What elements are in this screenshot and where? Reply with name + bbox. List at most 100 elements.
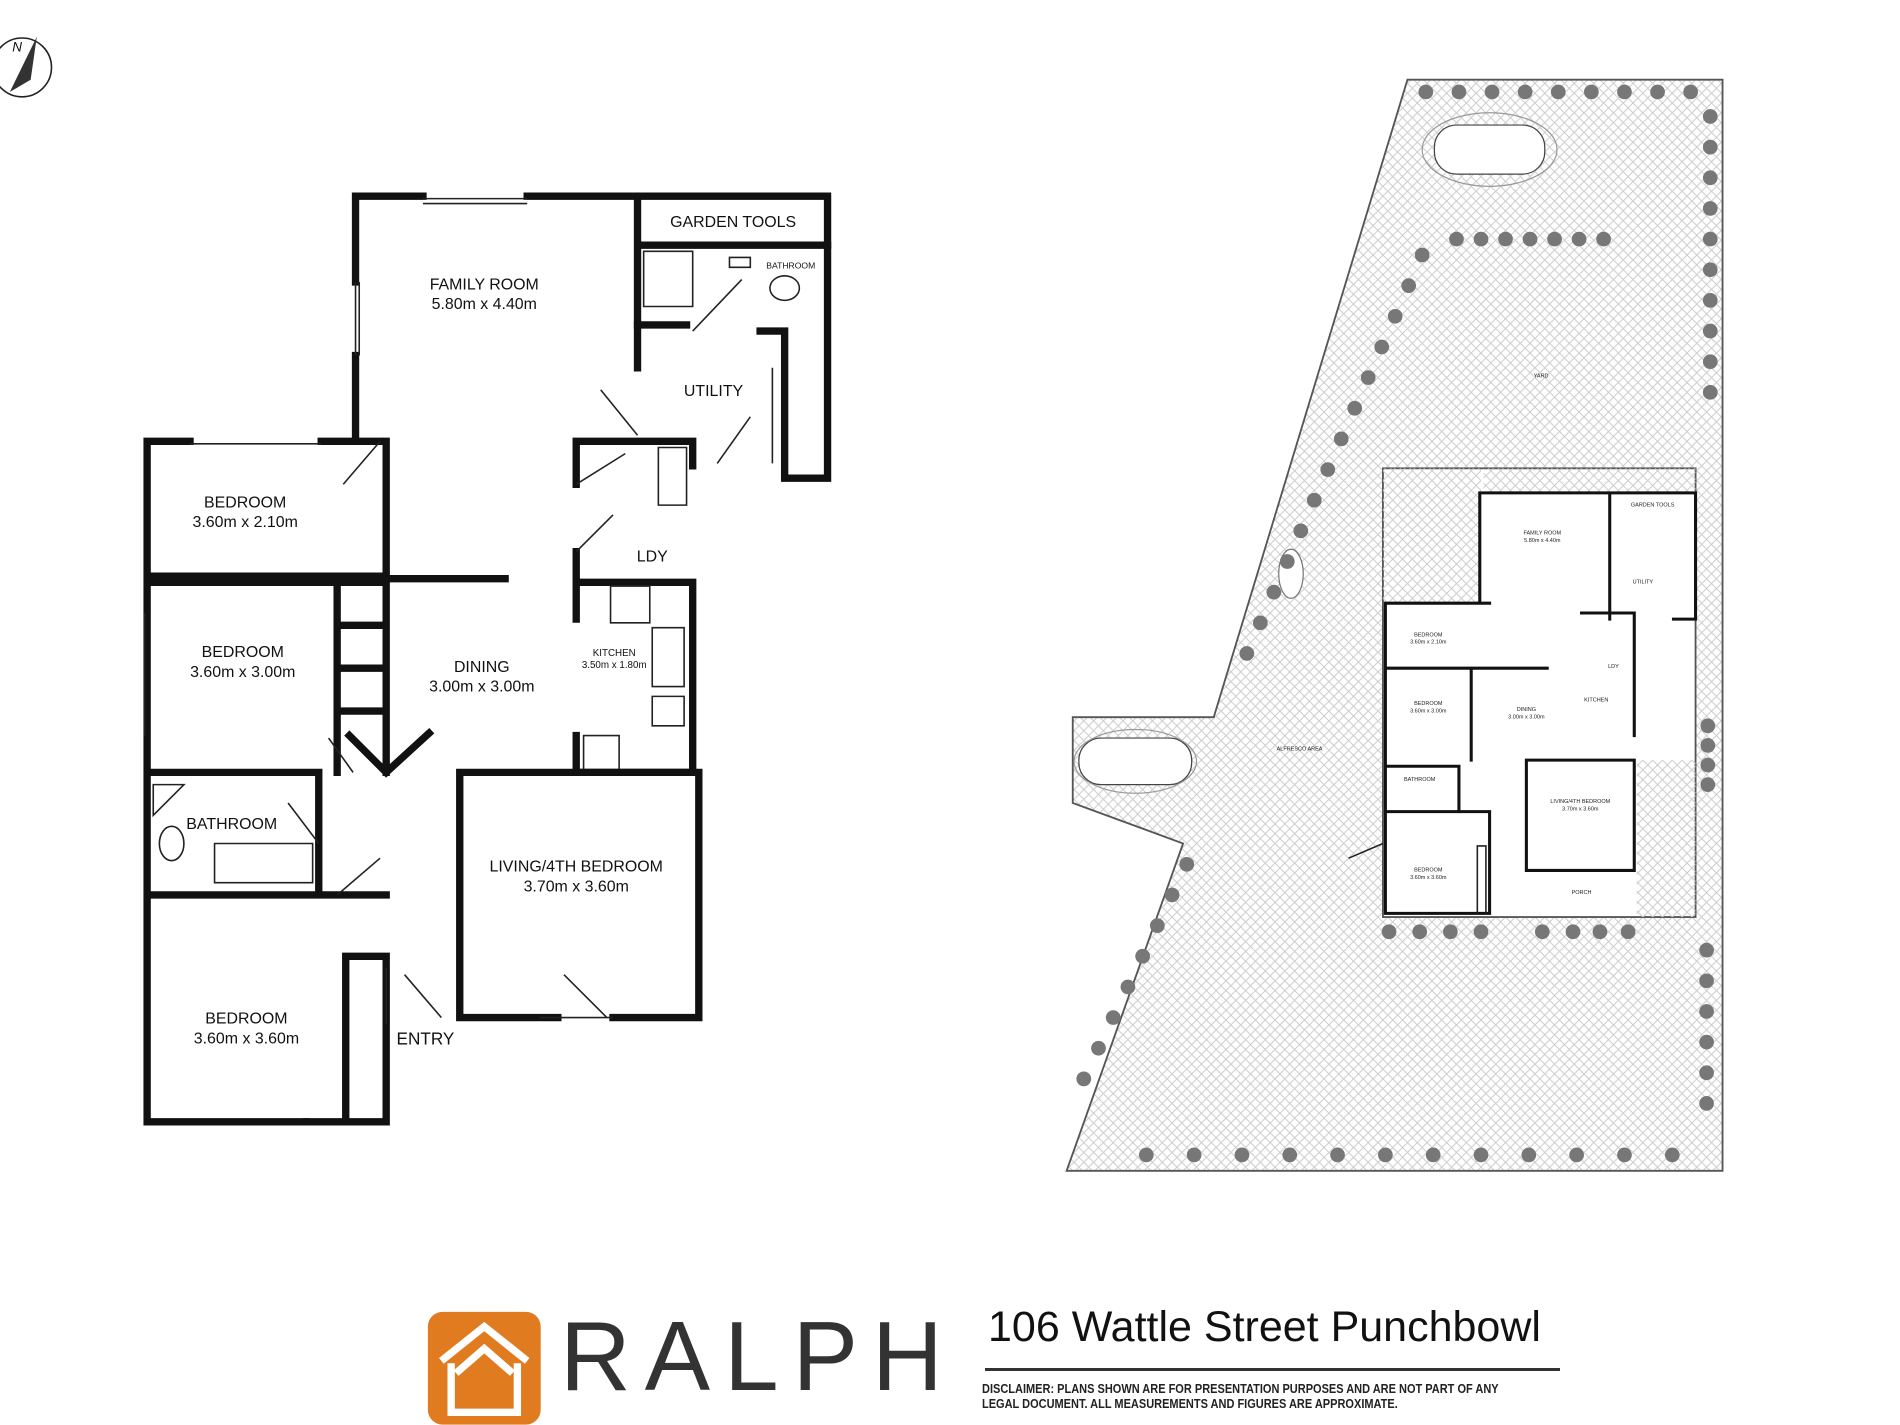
tree-icon: [1498, 231, 1513, 247]
tree-icon: [1306, 492, 1322, 508]
divider: [985, 1368, 1560, 1371]
room-name: FAMILY ROOM: [430, 276, 539, 293]
mini-room-size: 3.60m x 2.10m: [1410, 640, 1447, 646]
tree-icon: [1517, 84, 1533, 100]
room-size: 3.70m x 3.60m: [524, 878, 629, 895]
floor-plan: [143, 192, 832, 1126]
tree-icon: [1571, 231, 1587, 247]
tree-icon: [1378, 1147, 1393, 1163]
tree-icon: [1091, 1040, 1106, 1056]
tree-icon: [1425, 1147, 1441, 1163]
tree-icon: [1252, 615, 1268, 631]
tree-icon: [1650, 84, 1665, 100]
tree-icon: [1239, 646, 1255, 661]
tree-icon: [1702, 201, 1718, 216]
room-name: BATHROOM: [766, 260, 815, 270]
brand-name: RALPH: [560, 1301, 957, 1411]
tree-icon: [1186, 1147, 1202, 1163]
property-address: 106 Wattle Street Punchbowl: [988, 1303, 1541, 1351]
room-name: LIVING/4TH BEDROOM: [490, 859, 663, 876]
mini-room-size: 3.00m x 3.00m: [1508, 714, 1545, 720]
room-name: GARDEN TOOLS: [670, 214, 796, 231]
tree-icon: [1120, 979, 1136, 995]
tree-icon: [1414, 247, 1430, 263]
tree-icon: [1282, 1147, 1298, 1163]
tree-icon: [1550, 84, 1566, 100]
tree-icon: [1683, 84, 1699, 100]
tree-icon: [1702, 109, 1718, 124]
tree-icon: [1700, 718, 1716, 734]
mini-room-label: DINING: [1517, 707, 1536, 713]
tree-icon: [1330, 1147, 1345, 1163]
tree-icon: [1076, 1071, 1092, 1087]
room-name: DINING: [454, 659, 510, 676]
room-name: BEDROOM: [204, 495, 286, 512]
room-name: KITCHEN: [593, 648, 636, 659]
tree-icon: [1664, 1147, 1680, 1163]
tree-icon: [1565, 924, 1581, 940]
tree-icon: [1699, 1065, 1714, 1081]
mini-room-size: 3.60m x 3.60m: [1410, 875, 1447, 881]
tree-icon: [1443, 924, 1458, 940]
room-labels: FAMILY ROOM 5.80m x 4.40m GARDEN TOOLS B…: [186, 214, 815, 1049]
ralph-logo-icon: [427, 1311, 541, 1425]
tree-icon: [1135, 948, 1150, 964]
room-name: BATHROOM: [186, 816, 277, 833]
tree-icon: [1583, 84, 1599, 100]
mini-room-label: LIVING/4TH BEDROOM: [1550, 799, 1610, 805]
tree-icon: [1596, 231, 1611, 247]
svg-text:N: N: [12, 39, 22, 54]
tree-icon: [1534, 924, 1550, 940]
mini-room-label: BEDROOM: [1414, 868, 1443, 874]
tree-icon: [1702, 323, 1718, 339]
tree-icon: [1617, 84, 1632, 100]
mini-room-label: UTILITY: [1633, 580, 1654, 586]
tree-icon: [1401, 278, 1417, 294]
tree-icon: [1266, 584, 1282, 600]
tree-icon: [1702, 354, 1718, 370]
tree-icon: [1105, 1010, 1121, 1025]
mini-room-size: 3.60m x 3.00m: [1410, 708, 1447, 714]
tree-icon: [1700, 757, 1716, 773]
tree-icon: [1484, 84, 1500, 100]
tree-icon: [1412, 924, 1428, 940]
room-size: 5.80m x 4.40m: [432, 296, 537, 313]
car-icon: [1073, 728, 1198, 794]
room-size: 3.00m x 3.00m: [429, 678, 534, 695]
tree-icon: [1702, 262, 1718, 278]
tree-icon: [1592, 924, 1608, 940]
car-icon: [1421, 112, 1558, 187]
tree-icon: [1347, 400, 1363, 416]
tree-icon: [1374, 339, 1390, 355]
yard-label: YARD: [1534, 374, 1549, 380]
tree-icon: [1702, 384, 1718, 400]
tree-icon: [1700, 777, 1716, 792]
disclaimer: DISCLAIMER: PLANS SHOWN ARE FOR PRESENTA…: [982, 1382, 1499, 1411]
tree-icon: [1418, 84, 1434, 100]
tree-icon: [1521, 1147, 1537, 1163]
tree-icon: [1617, 1147, 1632, 1163]
room-size: 3.60m x 3.60m: [194, 1030, 299, 1047]
tree-icon: [1473, 924, 1489, 940]
room-name: UTILITY: [684, 383, 744, 400]
tree-icon: [1164, 887, 1180, 903]
tree-icon: [1279, 554, 1295, 569]
tree-icon: [1699, 1004, 1714, 1019]
tree-icon: [1473, 1147, 1489, 1163]
alfresco-label: ALFRESCO AREA: [1277, 746, 1323, 752]
tree-icon: [1179, 856, 1195, 872]
tree-icon: [1699, 1096, 1714, 1111]
tree-icon: [1700, 738, 1716, 753]
tree-icon: [1149, 918, 1165, 933]
mini-room-label: BEDROOM: [1414, 701, 1443, 707]
tree-icon: [1387, 308, 1403, 324]
mini-room-label: GARDEN TOOLS: [1631, 502, 1675, 508]
tree-icon: [1569, 1147, 1584, 1163]
porch-label: PORCH: [1572, 890, 1592, 896]
tree-icon: [1522, 231, 1538, 247]
tree-icon: [1293, 523, 1309, 539]
compass-icon: N: [0, 36, 53, 98]
tree-icon: [1320, 462, 1336, 477]
tree-icon: [1451, 84, 1467, 100]
